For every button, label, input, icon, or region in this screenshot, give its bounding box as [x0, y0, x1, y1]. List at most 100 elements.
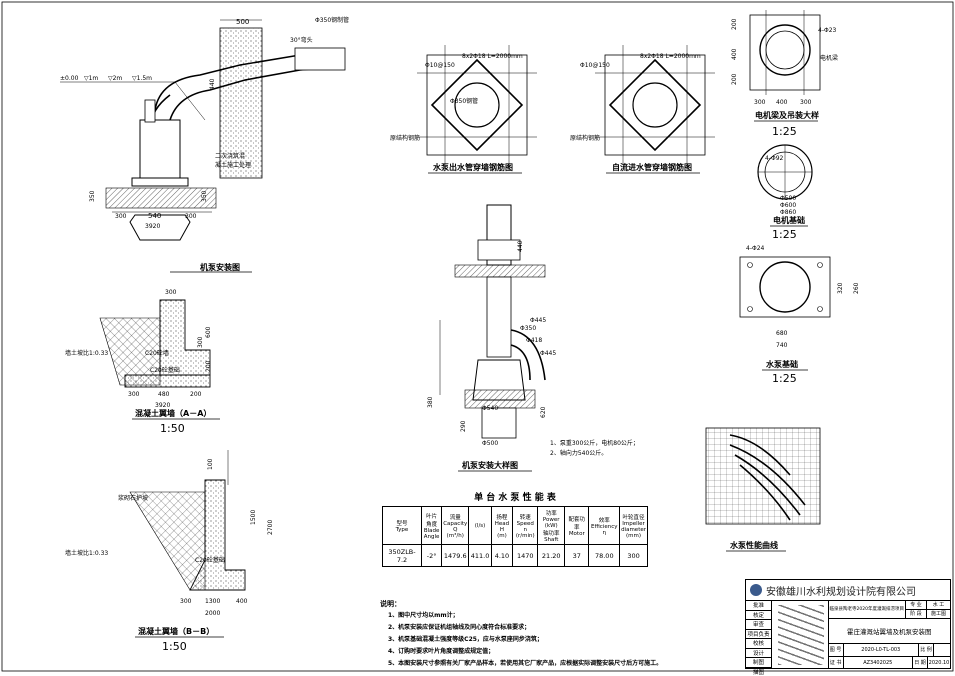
svg-text:400: 400	[236, 598, 248, 605]
cell-eff: 78.00	[588, 544, 621, 567]
svg-text:混凝土翼墙（B－B）: 混凝土翼墙（B－B）	[138, 626, 214, 636]
svg-text:Φ540: Φ540	[482, 405, 498, 412]
svg-text:300: 300	[197, 336, 204, 348]
perf-table-block: 单 台 水 泵 性 能 表 型号 Type 叶片 角度 Blade Angle …	[382, 490, 648, 567]
svg-text:3920: 3920	[155, 402, 170, 409]
wall-bb-view: 浆砌石护坡 C20砼基础 墙土坡比1:0.33 100 2700 1500 30…	[65, 450, 274, 653]
role-label: 批准	[746, 601, 771, 611]
svg-text:200: 200	[205, 360, 212, 372]
svg-text:1:50: 1:50	[162, 640, 187, 653]
perf-table: 型号 Type 叶片 角度 Blade Angle 流量 Capacity Q …	[382, 506, 648, 567]
stage-value: 施工图	[930, 611, 946, 617]
svg-text:凝土施工处理: 凝土施工处理	[215, 161, 251, 169]
svg-text:300: 300	[800, 99, 812, 106]
svg-text:▽2m: ▽2m	[108, 75, 122, 82]
svg-text:4-Φ23: 4-Φ23	[818, 27, 837, 34]
svg-text:Φ600: Φ600	[780, 202, 796, 209]
wall-rebar-out-view: Φ350钢管 8x2Φ18 L=2000mm Φ10@150 原结构钢筋 水泵出…	[390, 45, 537, 174]
motor-base-view: 4-Φ92 Φ500 Φ600 Φ860 电机基础 1:25	[757, 144, 813, 241]
role-label: 核定	[746, 611, 771, 620]
pump-install-title: 机泵安装图	[200, 262, 240, 272]
svg-text:Φ860: Φ860	[780, 209, 796, 216]
svg-text:540: 540	[148, 212, 161, 220]
svg-text:200: 200	[190, 391, 202, 398]
title-block: 安徽雄川水利规划设计院有限公司 批准 核定 审查 项目负责 校核 设计 制图 描…	[745, 579, 951, 676]
svg-text:2000: 2000	[205, 610, 220, 617]
svg-text:30°弯头: 30°弯头	[290, 36, 313, 44]
svg-text:290: 290	[460, 420, 467, 432]
svg-text:680: 680	[776, 330, 788, 337]
role-label: 描图	[752, 669, 764, 676]
svg-text:480: 480	[158, 391, 170, 398]
svg-text:▽1.5m: ▽1.5m	[132, 75, 152, 82]
svg-text:Φ445: Φ445	[530, 317, 546, 324]
svg-text:740: 740	[776, 342, 788, 349]
project-name: 临泉县陶老寺2020年度灌溉排涝项目	[829, 601, 906, 618]
svg-text:1、泵重300公斤，电机80公斤；: 1、泵重300公斤，电机80公斤；	[550, 439, 639, 447]
cell-impeller: 300	[619, 544, 648, 567]
svg-text:Φ350钢管: Φ350钢管	[450, 97, 478, 105]
svg-text:8x2Φ18 L=2000mm: 8x2Φ18 L=2000mm	[462, 53, 523, 60]
notes-heading: 说明：	[380, 600, 401, 608]
note-item: 5、本图安装尺寸参照有关厂家产品样本，若使用其它厂家产品，应根据实际调整安装尺寸…	[388, 660, 663, 667]
th-ls: (l/s)	[468, 506, 492, 545]
svg-text:380: 380	[427, 396, 434, 408]
cell-shaft: 21.20	[537, 544, 566, 567]
svg-text:±0.00: ±0.00	[60, 75, 79, 82]
svg-text:4-Φ24: 4-Φ24	[746, 245, 765, 252]
drawing-name: 霍庄灌溉站翼墙及机泵安装图	[828, 619, 950, 644]
company-name: 安徽雄川水利规划设计院有限公司	[766, 586, 916, 598]
svg-text:400: 400	[731, 48, 738, 60]
note-item: 1、图中尺寸均以mm计；	[388, 612, 459, 619]
svg-text:C20砼墙: C20砼墙	[145, 349, 169, 357]
spec-label: 专 业	[906, 601, 927, 609]
svg-text:300: 300	[180, 598, 192, 605]
svg-text:440: 440	[517, 240, 524, 252]
role-column: 批准 核定 审查 项目负责 校核 设计 制图 描图	[746, 601, 772, 676]
company-row: 安徽雄川水利规划设计院有限公司	[746, 580, 950, 601]
svg-text:C20砼基础: C20砼基础	[195, 556, 225, 564]
svg-text:1:25: 1:25	[772, 372, 797, 385]
svg-text:原结构钢筋: 原结构钢筋	[390, 134, 420, 142]
svg-text:墙土坡比1:0.33: 墙土坡比1:0.33	[65, 549, 108, 557]
no-label: 图 号	[829, 644, 844, 656]
wall-rebar-out-title: 水泵出水管穿墙钢筋图	[432, 162, 513, 172]
date-value: 2020.10	[928, 660, 950, 666]
role-label: 审查	[746, 620, 771, 630]
note-item: 4、订购时要求叶片角度调整成规定值；	[388, 648, 495, 655]
svg-text:1:25: 1:25	[772, 125, 797, 138]
svg-text:350: 350	[201, 190, 208, 202]
svg-text:电机基础: 电机基础	[773, 215, 805, 225]
cell-blade: -2°	[420, 544, 443, 567]
svg-text:300: 300	[185, 213, 197, 220]
pump-curve-view: 水泵性能曲线	[705, 427, 821, 552]
th-shaft: 功率 Power (kW) 轴功率 Shaft	[537, 506, 566, 545]
th-impeller: 叶轮直径 Impeller diameter (mm)	[619, 506, 648, 545]
svg-text:Φ445: Φ445	[540, 350, 556, 357]
cell-ls: 411.0	[468, 544, 492, 567]
svg-text:原结构钢筋: 原结构钢筋	[570, 134, 600, 142]
svg-text:Φ350: Φ350	[520, 325, 536, 332]
wall-aa-view: 300 C20砼墙 C20砼基础 墙土坡比1:0.33 300 600 200 …	[65, 289, 220, 435]
company-logo-icon	[750, 584, 762, 596]
svg-text:260: 260	[853, 282, 860, 294]
dim-500: 500	[236, 18, 249, 26]
svg-text:300: 300	[115, 213, 127, 220]
note-item: 3、机泵基础混凝土强度等级C25，应与水泵座同步浇筑；	[388, 636, 543, 643]
svg-text:1:50: 1:50	[160, 422, 185, 435]
scale-label: 比 例	[919, 644, 934, 656]
role-label: 制图	[746, 658, 771, 668]
svg-text:机泵安装大样图: 机泵安装大样图	[462, 460, 518, 470]
svg-text:1300: 1300	[205, 598, 220, 605]
wall-rebar-auto-view: 8x2Φ18 L=2000mm Φ10@150 原结构钢筋 自流进水管穿墙钢筋图	[570, 45, 715, 174]
cell-head: 4.10	[490, 544, 514, 567]
scale-value	[934, 644, 950, 656]
wall-rebar-auto-title: 自流进水管穿墙钢筋图	[612, 162, 692, 172]
note-item: 2、机泵安装应保证机组轴线及同心度符合标准要求；	[388, 624, 531, 631]
svg-text:水泵性能曲线: 水泵性能曲线	[729, 540, 778, 550]
svg-text:电机梁及吊装大样: 电机梁及吊装大样	[755, 110, 819, 120]
pump-base-view: 4-Φ24 680 740 320 260 水泵基础 1:25	[739, 245, 860, 385]
svg-text:4-Φ92: 4-Φ92	[765, 155, 784, 162]
svg-text:400: 400	[776, 99, 788, 106]
